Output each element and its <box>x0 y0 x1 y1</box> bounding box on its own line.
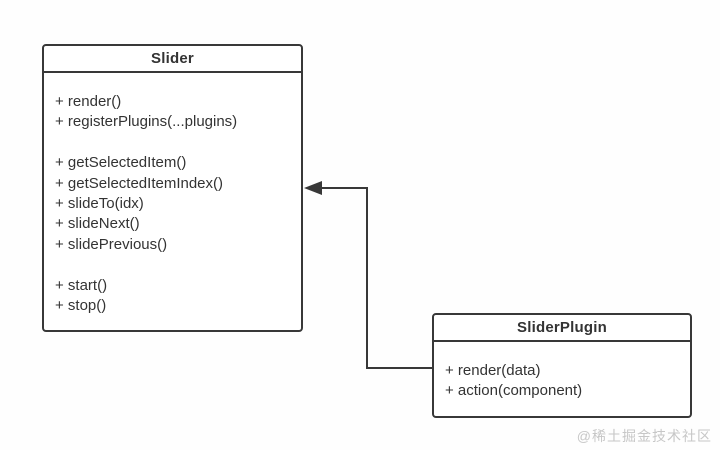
method-item: + action(component) <box>445 382 583 400</box>
association-arrow-line <box>309 187 432 369</box>
method-item: + slideNext() <box>55 215 140 233</box>
class-box-slider: Slider + render() + registerPlugins(...p… <box>42 44 303 332</box>
method-item: + registerPlugins(...plugins) <box>55 113 238 131</box>
method-group-spacer <box>55 133 293 153</box>
class-body-slider: + render() + registerPlugins(...plugins)… <box>44 73 301 316</box>
method-item: + slideTo(idx) <box>55 194 144 212</box>
class-box-sliderplugin: SliderPlugin + render(data) + action(com… <box>432 313 692 418</box>
method-group-spacer <box>55 255 293 275</box>
watermark-text: @稀土掘金技术社区 <box>576 428 712 444</box>
arrowhead-icon <box>304 181 322 195</box>
class-title-slider: Slider <box>44 46 301 73</box>
method-item: + slidePrevious() <box>55 235 168 253</box>
method-item: + start() <box>55 276 108 294</box>
class-body-sliderplugin: + render(data) + action(component) <box>434 342 690 402</box>
method-item: + getSelectedItem() <box>55 154 187 172</box>
method-item: + render() <box>55 93 122 110</box>
method-item: + stop() <box>55 296 107 314</box>
method-item: + getSelectedItemIndex() <box>55 174 224 192</box>
class-title-sliderplugin: SliderPlugin <box>434 315 690 342</box>
method-item: + render(data) <box>445 362 541 379</box>
